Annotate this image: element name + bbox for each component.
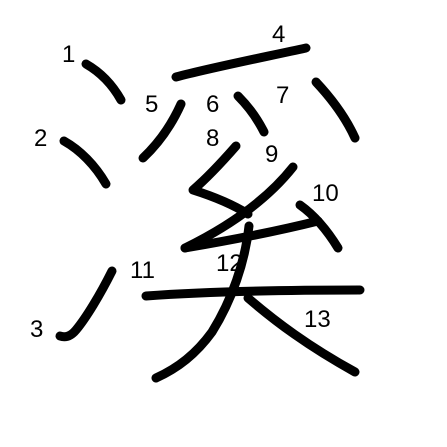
stroke-11	[141, 285, 365, 301]
stroke-10	[180, 216, 323, 253]
stroke-12	[151, 221, 254, 383]
stroke-number-10: 10	[312, 180, 339, 207]
stroke-number-3: 3	[30, 316, 43, 343]
stroke-13	[243, 293, 360, 377]
stroke-5	[138, 99, 186, 163]
stroke-number-1: 1	[62, 41, 75, 68]
stroke-3	[55, 266, 117, 342]
stroke-number-12: 12	[216, 250, 243, 277]
stroke-1	[81, 59, 126, 105]
stroke-9	[180, 162, 298, 253]
stroke-number-13: 13	[304, 306, 331, 333]
stroke-number-5: 5	[145, 91, 158, 118]
stroke-6	[233, 91, 269, 137]
stroke-2	[59, 136, 111, 189]
stroke-number-9: 9	[265, 141, 278, 168]
stroke-number-8: 8	[206, 125, 219, 152]
stroke-number-4: 4	[272, 21, 285, 48]
stroke-number-2: 2	[34, 125, 47, 152]
stroke-number-6: 6	[206, 91, 219, 118]
stroke-4	[171, 43, 311, 82]
stroke-number-7: 7	[276, 82, 289, 109]
stroke-7	[311, 77, 360, 143]
stroke-number-11: 11	[130, 257, 155, 284]
stroke-10b	[295, 200, 343, 253]
stroke-8	[188, 141, 253, 219]
